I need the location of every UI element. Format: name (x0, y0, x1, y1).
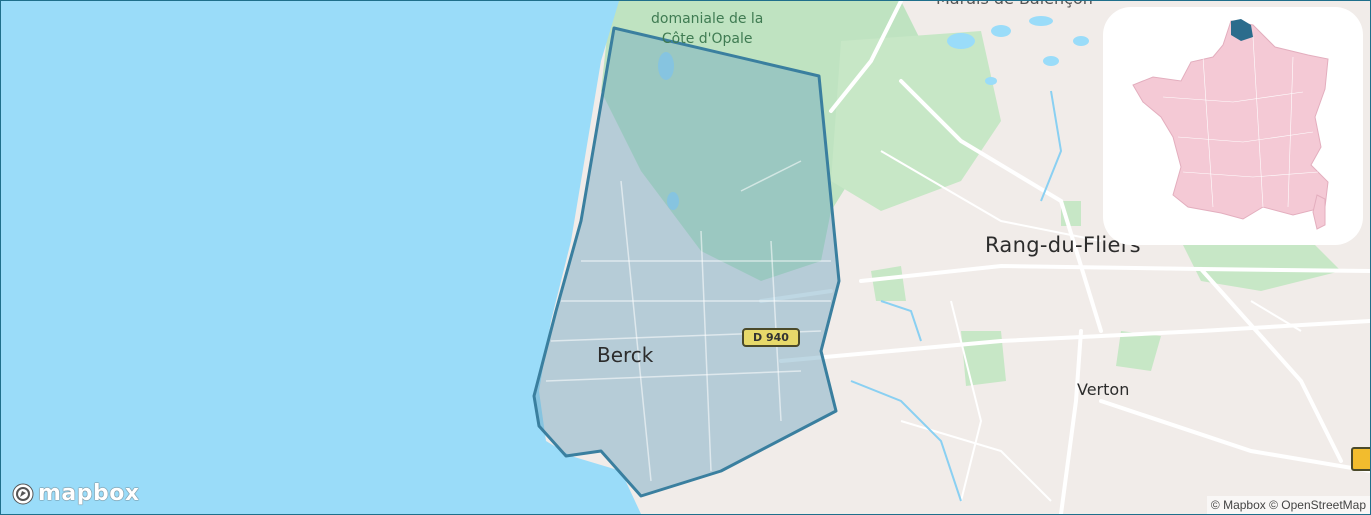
green-area (831, 31, 1001, 211)
france-outline (1132, 19, 1329, 230)
forest-label-line2: Côte d'Opale (661, 31, 753, 47)
mapbox-icon (12, 483, 34, 504)
road-shield-partial (1351, 447, 1370, 471)
forest-label-line1: domaniale de la (651, 11, 764, 27)
road-shield-d940: D 940 (742, 328, 800, 347)
department-borders (1162, 36, 1319, 208)
place-label-berck[interactable]: Berck (597, 343, 654, 367)
sea (1, 1, 641, 514)
map-attribution[interactable]: © Mapbox © OpenStreetMap (1206, 496, 1370, 514)
highlighted-department (1231, 19, 1253, 41)
mapbox-logo-text: mapbox (38, 481, 140, 506)
inset-locator-map[interactable] (1103, 7, 1363, 245)
urban-streets (545, 160, 831, 482)
green-area (1116, 331, 1161, 371)
green-area (1181, 231, 1341, 291)
green-area (871, 266, 906, 301)
place-label-verton[interactable]: Verton (1077, 380, 1130, 399)
lakes (658, 16, 1089, 210)
forest-label: domaniale de la Côte d'Opale (651, 9, 763, 49)
france-shape (1132, 20, 1329, 220)
rivers (850, 90, 1063, 502)
roads (759, 1, 1370, 514)
place-label-marais: Marais de Balençon (936, 1, 1093, 8)
corsica-shape (1312, 194, 1326, 230)
mapbox-logo[interactable]: mapbox (11, 481, 140, 506)
